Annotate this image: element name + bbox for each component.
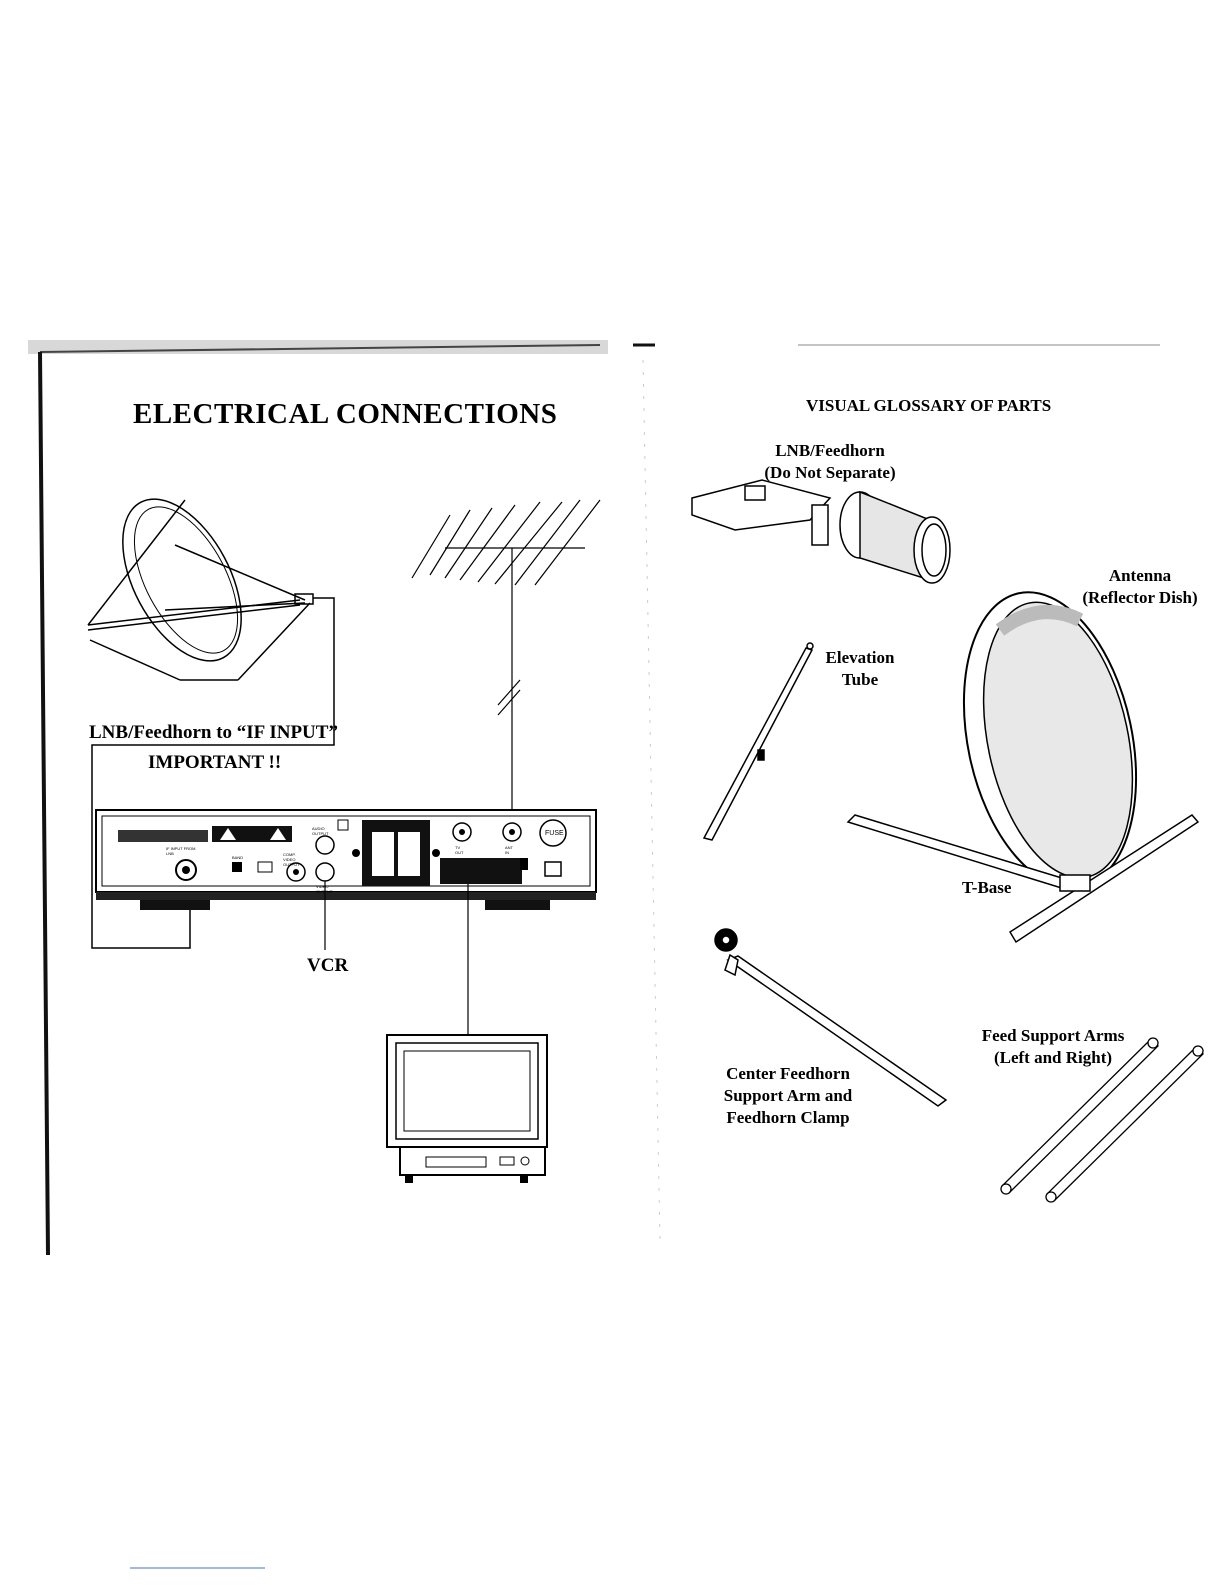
elevation-tube-label: Elevation Tube: [815, 647, 905, 691]
lnb-connection-label: LNB/Feedhorn to “IF INPUT”: [89, 722, 338, 743]
video-output-text: VIDEO OUTPUT: [316, 884, 333, 894]
connection-lines: [324, 881, 469, 1035]
feed-arms-label-line2: (Left and Right): [993, 1048, 1113, 1067]
tbase-label: T-Base: [962, 878, 1012, 897]
ant-in-text: ANT IN: [505, 845, 513, 855]
audio-output-text: AUDIO OUTPUT: [312, 826, 329, 836]
lnb-drawing: [691, 479, 951, 584]
comp-video-text: COMP. VIDEO OUTPUT: [283, 852, 300, 867]
elevation-tube-label-line1: Elevation: [825, 648, 895, 667]
if-input-text: IF INPUT FROM LNB: [166, 846, 196, 856]
center-arm-label: Center Feedhorn Support Arm and Feedhorn…: [708, 1063, 868, 1129]
scan-edges: [28, 340, 1160, 1569]
left-page-title: ELECTRICAL CONNECTIONS: [133, 398, 558, 430]
lnb-part-label: LNB/Feedhorn (Do Not Separate): [750, 440, 910, 484]
right-page-title: VISUAL GLOSSARY OF PARTS: [806, 396, 1052, 415]
lnb-part-label-line2: (Do Not Separate): [764, 463, 896, 482]
feed-arms-drawing: [1000, 1037, 1204, 1203]
antenna-part-label-line2: (Reflector Dish): [1082, 588, 1198, 607]
tv-drawing: [386, 1034, 548, 1183]
dish-drawing: [87, 498, 335, 949]
antenna-part-label-line1: Antenna: [1108, 566, 1172, 585]
antenna-drawing: [962, 591, 1138, 889]
feed-arms-label-line1: Feed Support Arms: [981, 1026, 1125, 1045]
receiver-drawing: [95, 809, 597, 910]
antenna-part-label: Antenna (Reflector Dish): [1070, 565, 1210, 609]
important-label: IMPORTANT !!: [148, 752, 282, 773]
center-arm-label-line3: Feedhorn Clamp: [726, 1108, 850, 1127]
tbase-drawing: [846, 814, 1200, 944]
tv-antenna-drawing: [411, 499, 601, 820]
lnb-part-label-line1: LNB/Feedhorn: [775, 441, 885, 460]
center-arm-label-line2: Support Arm and: [723, 1086, 853, 1105]
band-text: BAND: [232, 855, 244, 860]
center-arm-drawing: [714, 928, 948, 1107]
elevation-tube-drawing: [702, 642, 814, 841]
feed-arms-label: Feed Support Arms (Left and Right): [968, 1025, 1138, 1069]
tv-out-text: TV OUT: [455, 845, 464, 855]
fuse-text: FUSE: [545, 830, 564, 837]
vcr-label: VCR: [307, 955, 349, 976]
center-arm-label-line1: Center Feedhorn: [726, 1064, 850, 1083]
elevation-tube-label-line2: Tube: [841, 670, 879, 689]
